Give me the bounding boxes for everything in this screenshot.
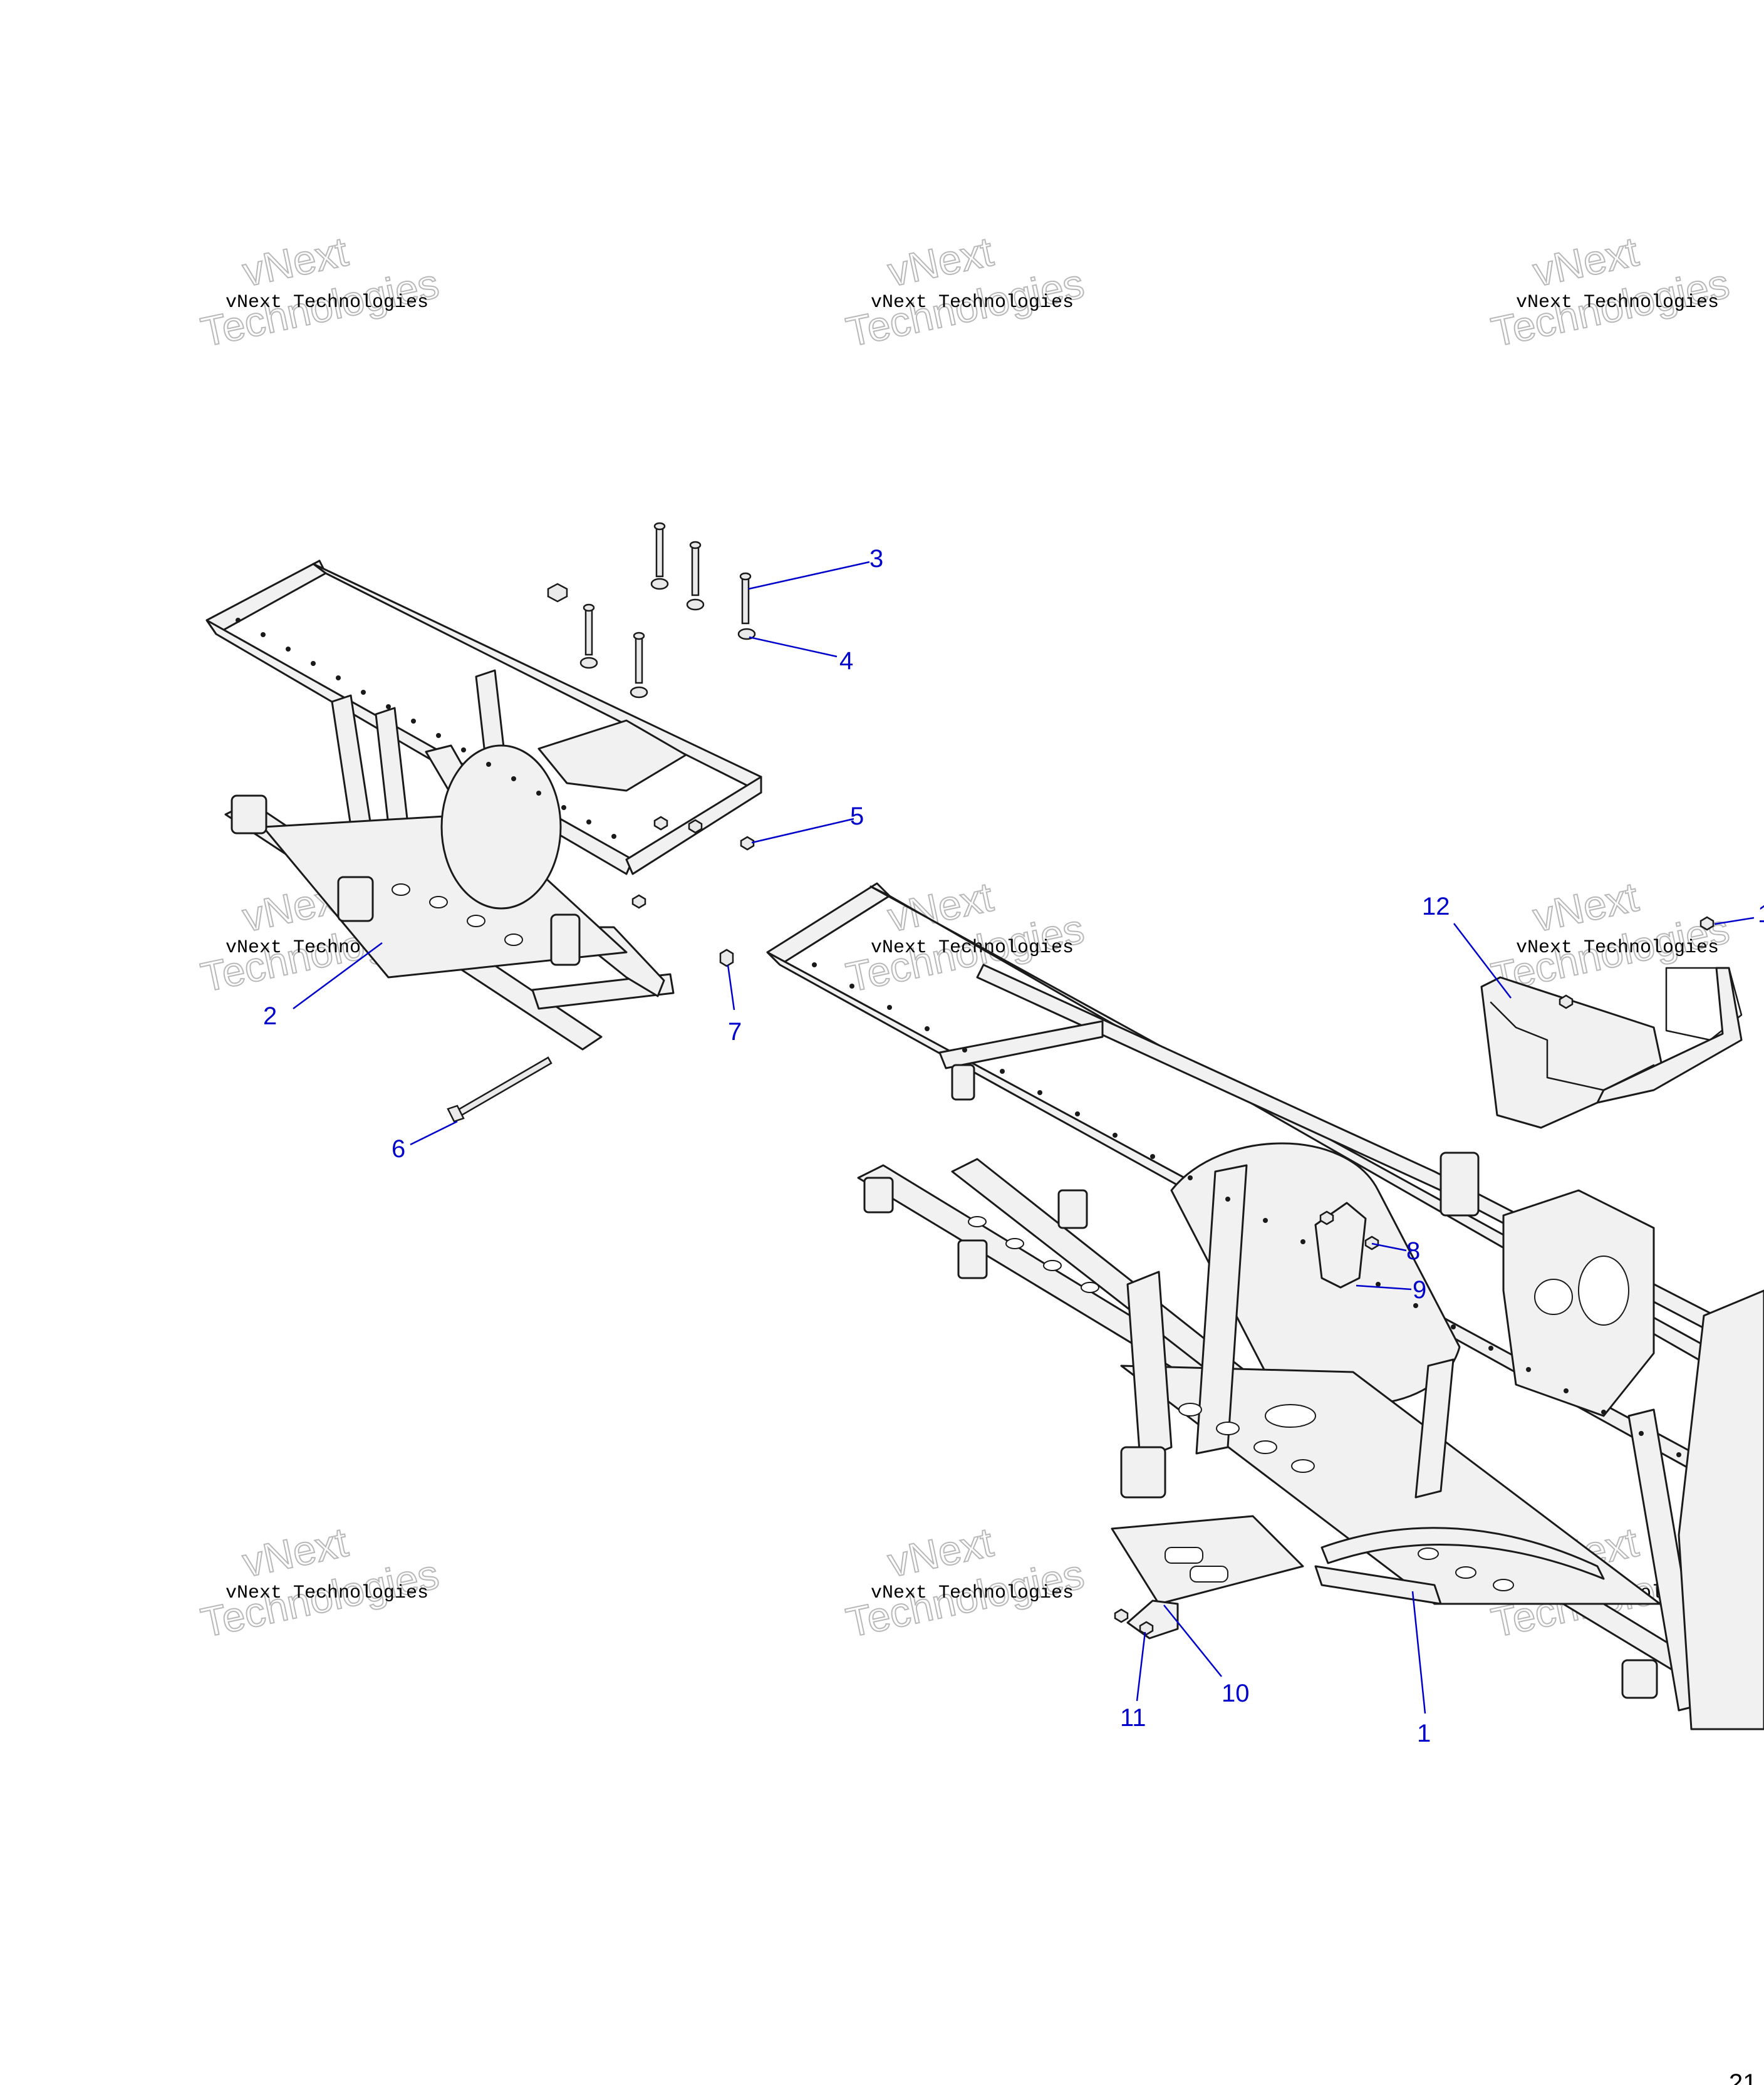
watermark-caption: vNext Technologies <box>871 292 1074 313</box>
rear-subframe-drawing <box>205 559 762 1051</box>
hardware-drawing <box>447 522 756 1123</box>
callout-11: 11 <box>1120 1704 1146 1732</box>
callout-12: 12 <box>1422 893 1450 920</box>
callout-13: 1 <box>1758 900 1764 928</box>
callout-6: 6 <box>392 1135 405 1163</box>
callout-5: 5 <box>850 803 864 830</box>
callout-3: 3 <box>869 545 883 573</box>
callout-1: 1 <box>1417 1720 1431 1747</box>
page-code: 21 <box>1729 2069 1757 2085</box>
clamp-and-bracket-drawing <box>1114 1202 1379 1640</box>
callout-9: 9 <box>1413 1276 1426 1304</box>
callout-8: 8 <box>1406 1237 1420 1265</box>
watermark-caption: vNext Technologies <box>226 1583 428 1604</box>
main-frame-drawing <box>766 882 1764 1730</box>
watermark-caption: vNext Technologies <box>871 937 1074 959</box>
callout-2: 2 <box>263 1002 277 1030</box>
callout-10: 10 <box>1222 1680 1250 1707</box>
callout-labels: 1234567891011121 <box>263 545 1764 1747</box>
callout-4: 4 <box>839 647 853 675</box>
shield-drawing <box>1480 916 1743 1129</box>
callout-7: 7 <box>728 1018 742 1046</box>
watermark-caption: vNext Technologies <box>226 292 428 313</box>
watermark-caption: vNext Technologies <box>1516 292 1719 313</box>
watermark-caption: vNext Technologies <box>1516 937 1719 959</box>
leader-lines <box>293 561 1755 1714</box>
watermark-caption: vNext Technologies <box>871 1583 1074 1604</box>
